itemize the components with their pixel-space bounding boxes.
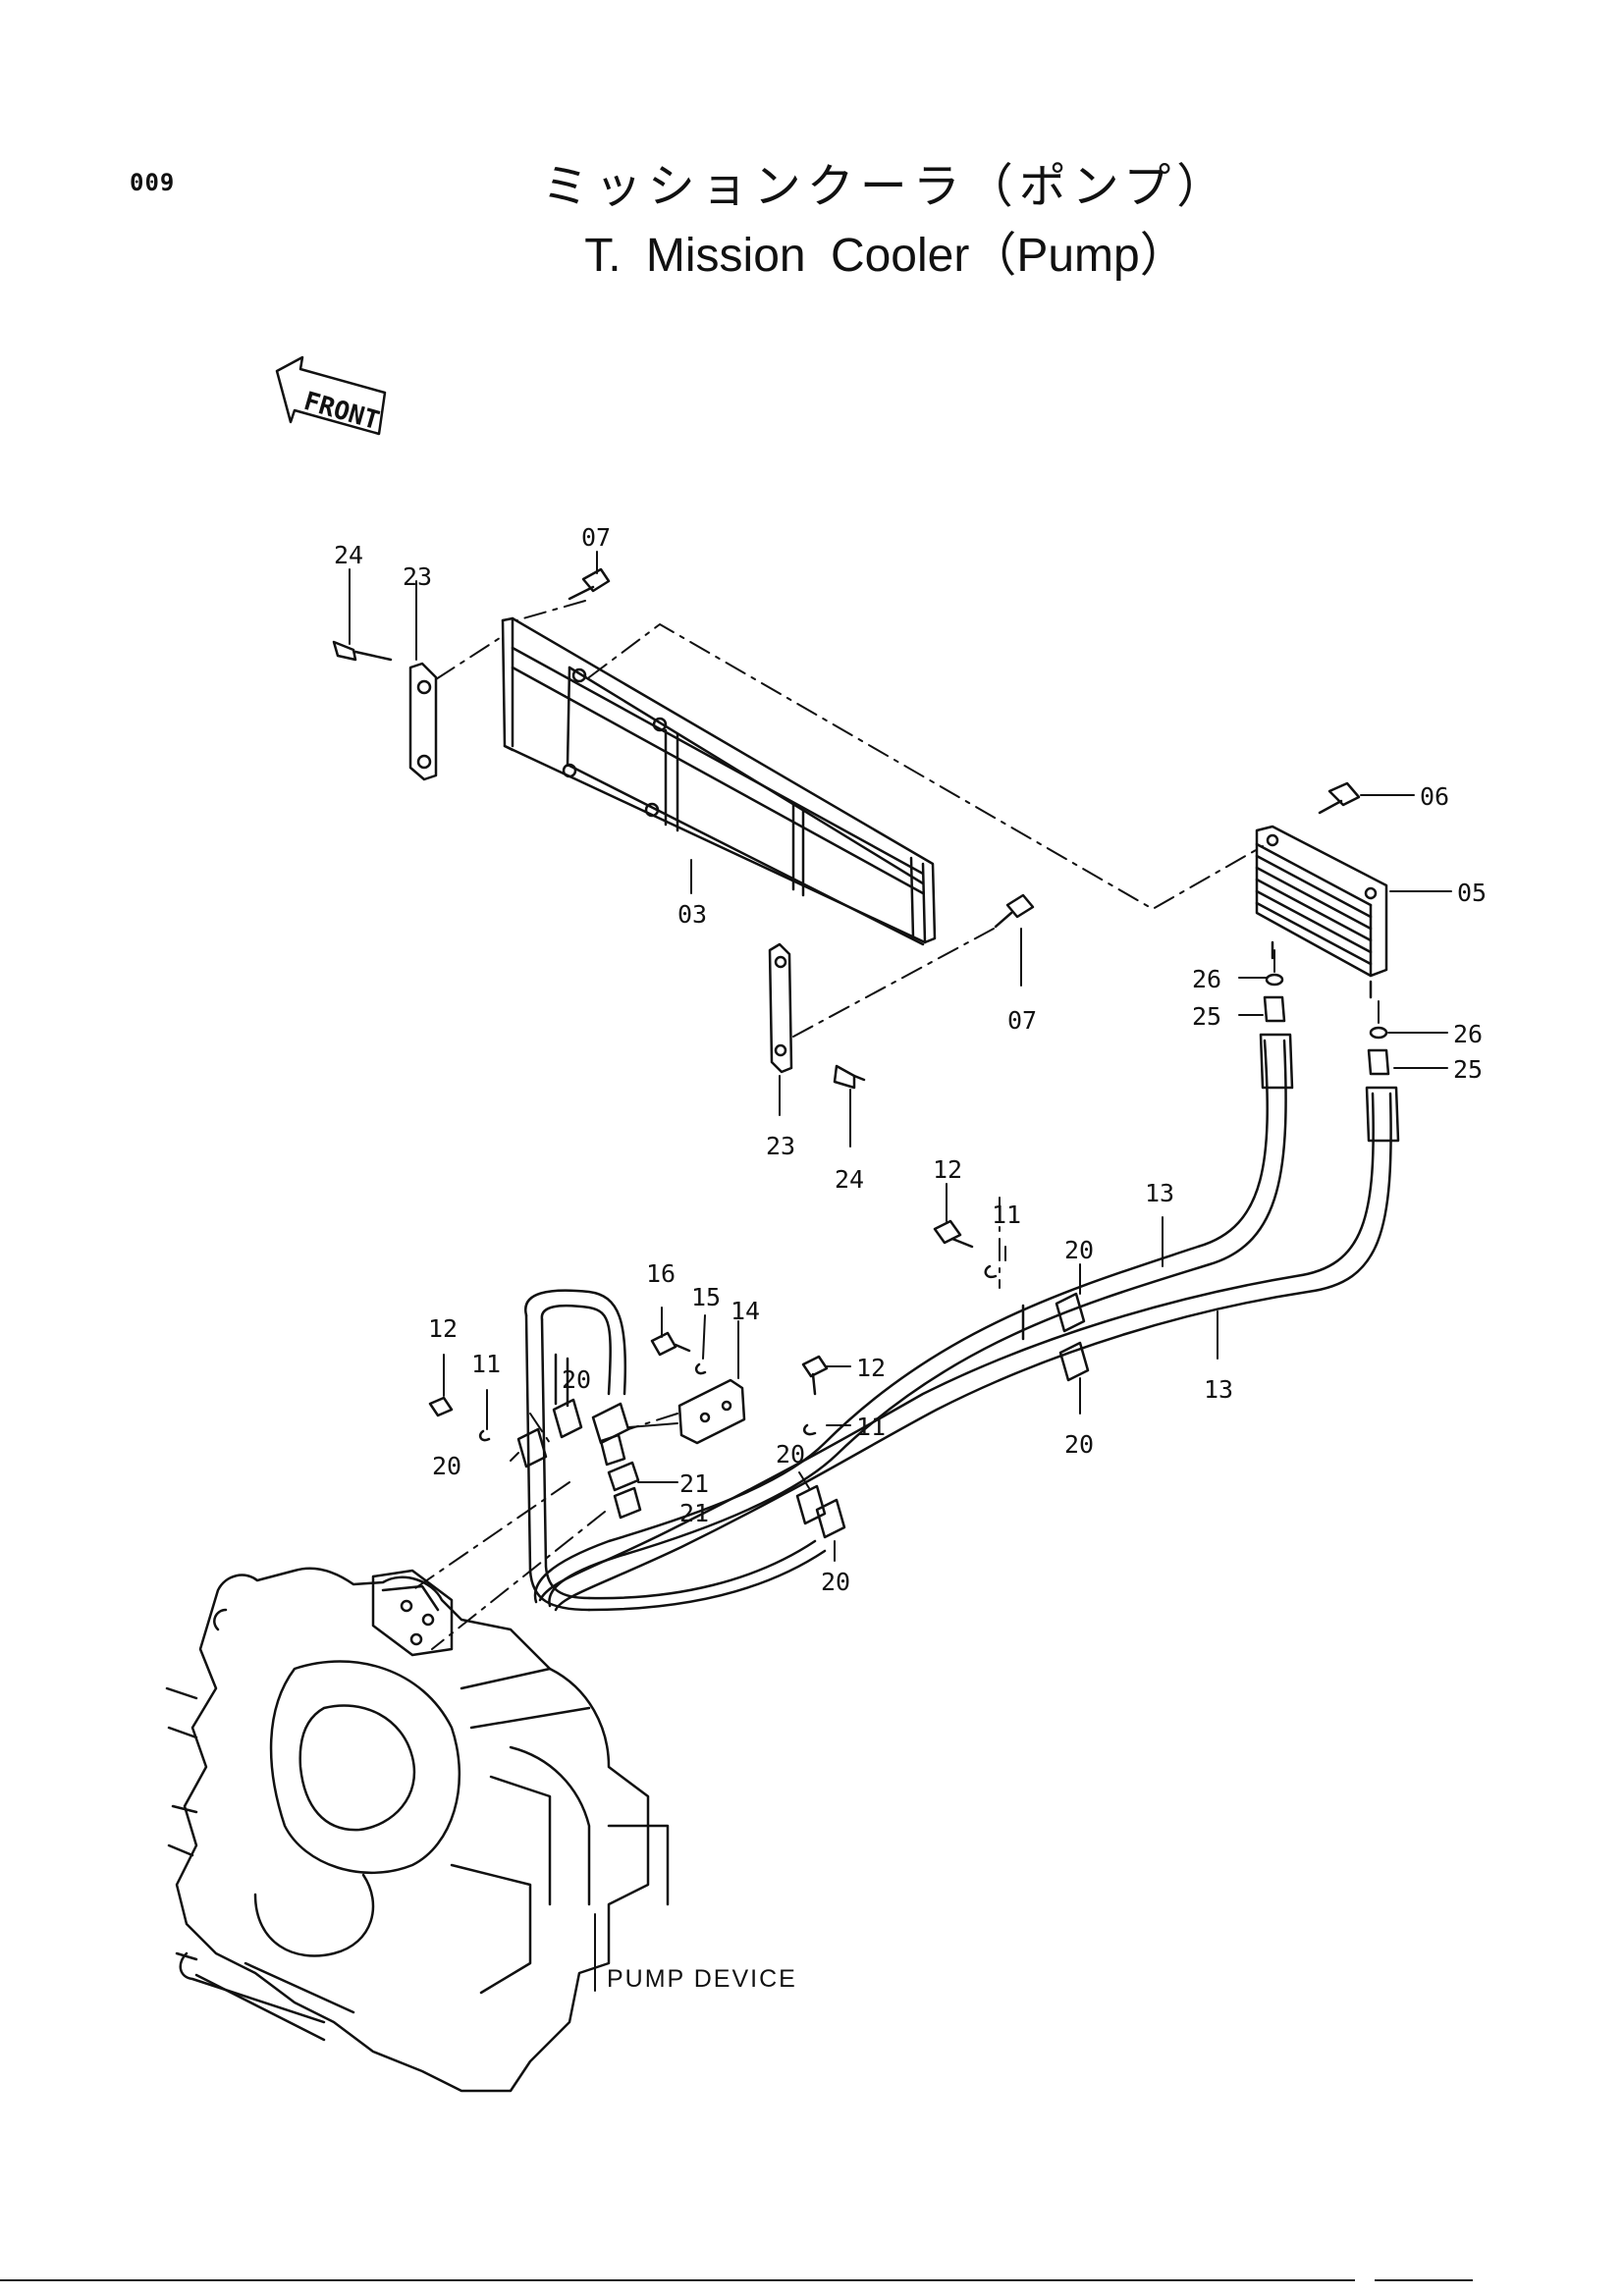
bracket-lower [768, 942, 866, 1090]
hose-clamp-hardware [428, 1219, 1025, 1442]
callout-11: 11 [856, 1413, 886, 1441]
callout-21: 21 [679, 1499, 709, 1527]
front-label: FRONT [300, 387, 383, 436]
fittings [1263, 973, 1390, 1076]
bolt-06 [1318, 781, 1361, 815]
oil-cooler [1255, 825, 1388, 999]
bolt-07-upper [568, 567, 611, 601]
callout-20: 20 [776, 1440, 805, 1468]
callout-12: 12 [428, 1314, 458, 1343]
callout-20: 20 [821, 1568, 850, 1596]
clamps [516, 1292, 1090, 1539]
callout-26: 26 [1192, 965, 1221, 993]
callout-03: 03 [677, 900, 707, 929]
callout-16: 16 [646, 1259, 676, 1288]
callout-23: 23 [403, 562, 432, 591]
callout-11: 11 [471, 1350, 501, 1378]
callout-24: 24 [334, 541, 363, 569]
callout-20: 20 [562, 1365, 591, 1394]
bolt-07-lower [994, 893, 1035, 929]
callout-07: 07 [581, 523, 611, 552]
bottom-rule [0, 2279, 1355, 2281]
cooler-frame [501, 616, 937, 946]
callout-06: 06 [1420, 782, 1449, 811]
front-arrow-icon: FRONT [275, 355, 387, 436]
callout-07: 07 [1007, 1006, 1037, 1035]
callout-20: 20 [1064, 1236, 1094, 1264]
callout-24: 24 [835, 1165, 864, 1194]
hose-assembly [533, 1033, 1400, 1612]
bracket-upper [332, 640, 438, 781]
callout-05: 05 [1457, 879, 1487, 907]
pump-device [165, 1567, 670, 2093]
callout-23: 23 [766, 1132, 795, 1160]
callout-leaders [349, 551, 1452, 1992]
tee-fittings [591, 1402, 642, 1520]
callout-labels: 24 23 07 03 07 06 05 26 25 26 25 23 24 1… [334, 523, 1487, 1596]
callout-25: 25 [1192, 1002, 1221, 1031]
bracket-14 [650, 1331, 746, 1445]
page-title-japanese: ミッションクーラ（ポンプ） [541, 159, 1230, 214]
pump-device-label: PUMP DEVICE [607, 1965, 797, 1993]
callout-11: 11 [992, 1201, 1021, 1229]
callout-12: 12 [856, 1354, 886, 1382]
page-code: 009 [130, 169, 176, 196]
callout-25: 25 [1453, 1055, 1483, 1084]
callout-13: 13 [1145, 1179, 1174, 1207]
callout-20: 20 [432, 1452, 461, 1480]
leader-lines [411, 600, 1380, 1650]
callout-20: 20 [1064, 1430, 1094, 1459]
page-title-english: T. Mission Cooler（Pump） [584, 230, 1187, 282]
callout-26: 26 [1453, 1020, 1483, 1048]
bottom-rule-segment [1375, 2279, 1473, 2281]
callout-13: 13 [1204, 1375, 1233, 1404]
callout-14: 14 [731, 1297, 760, 1325]
callout-12: 12 [933, 1155, 962, 1184]
callout-15: 15 [691, 1283, 721, 1311]
callout-21: 21 [679, 1469, 709, 1498]
